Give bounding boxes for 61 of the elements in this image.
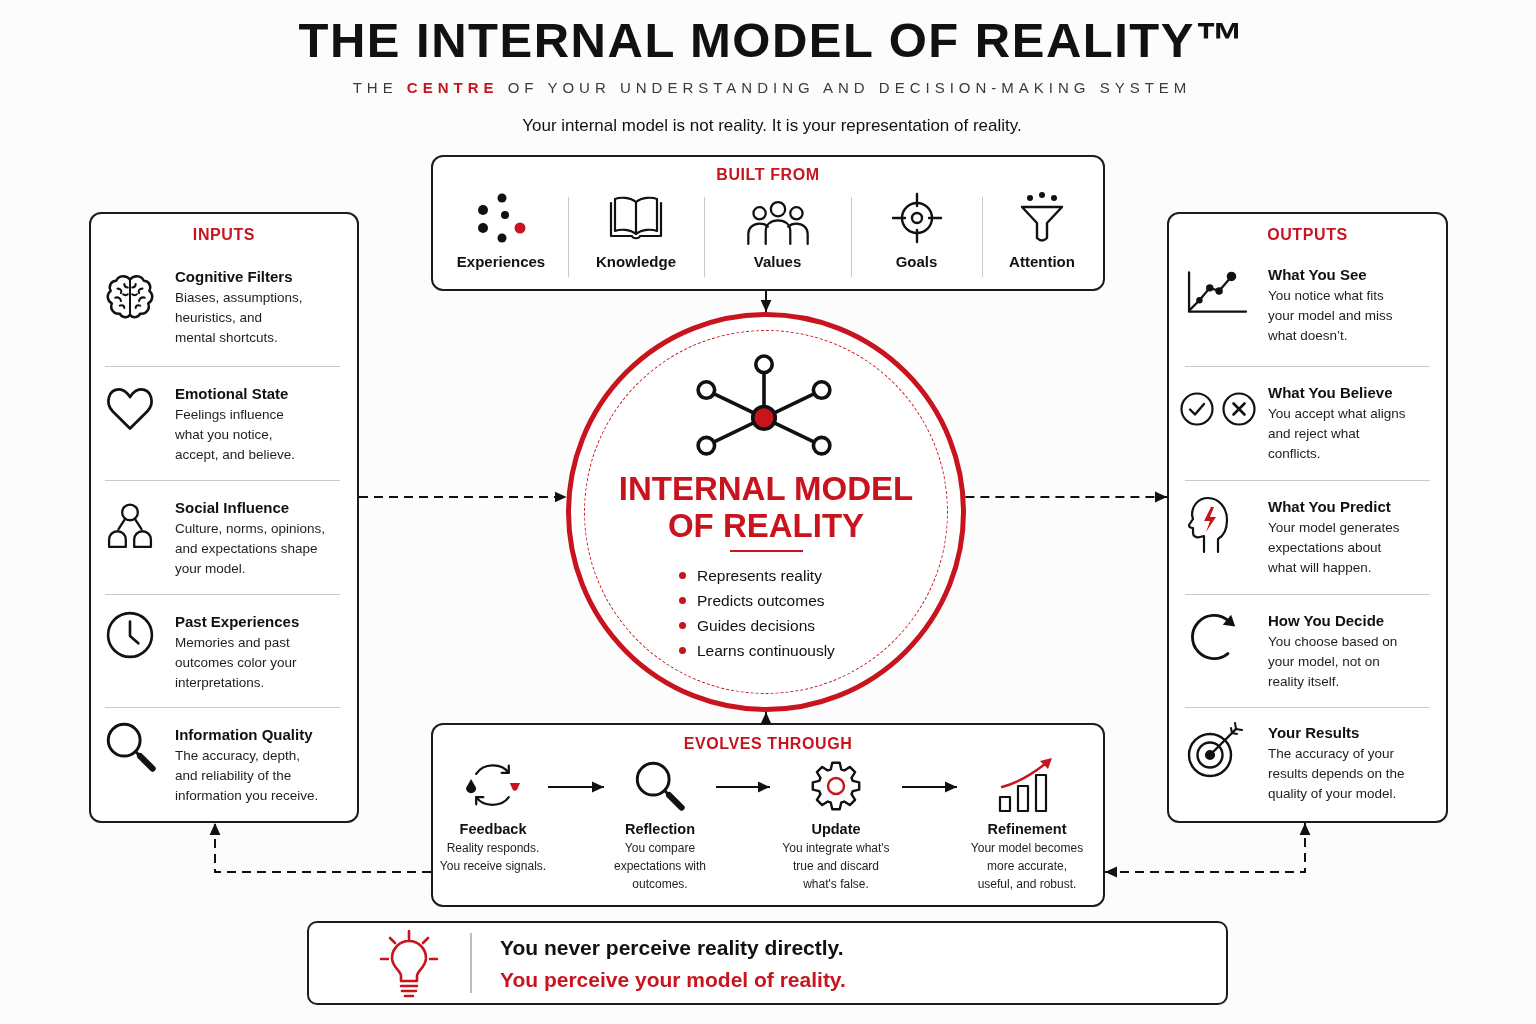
insight-callout (307, 921, 1228, 1005)
item-heading: What You See (1268, 265, 1367, 285)
built-from-panel (431, 155, 1105, 291)
callout-text: You never perceive reality directly. (500, 935, 844, 961)
item-description: Feelings influence what you notice, accept, and believe. (175, 406, 297, 464)
item-heading: What You Believe (1268, 383, 1393, 403)
arrow (760, 290, 772, 313)
panel-heading: INPUTS (192, 225, 256, 245)
step-description: Your model becomes more accurate, useful, and robust. (969, 840, 1085, 893)
item-description: Culture, norms, opinions, and expectations shape your model. (175, 520, 327, 578)
callout-highlight: You perceive your model of reality. (500, 967, 846, 993)
bullet-point: Represents reality (677, 563, 822, 588)
arrow (901, 781, 958, 793)
arrow (760, 711, 772, 724)
item-description: The accuracy, depth, and reliability of the information you receive. (175, 747, 320, 805)
step-description: You compare expectations with outcomes. (612, 840, 708, 893)
panel-heading: BUILT FROM (716, 165, 820, 185)
source-label: Goals (895, 252, 938, 272)
item-heading: What You Predict (1268, 497, 1391, 517)
item-heading: Your Results (1268, 723, 1360, 743)
dashed-arrow (964, 491, 1168, 503)
page-title: THE INTERNAL MODEL OF REALITY™ (298, 12, 1246, 68)
item-description: You notice what fits your model and miss what doesn’t. (1268, 287, 1394, 345)
item-description: Biases, assumptions, heuristics, and mental shortcuts. (175, 289, 304, 347)
dashed-arrow (358, 491, 568, 503)
subtitle: THE CENTRE OF YOUR UNDERSTANDING AND DECISION-MAKING SYSTEM (352, 78, 1192, 98)
item-heading: How You Decide (1268, 611, 1385, 631)
source-label: Experiences (456, 252, 546, 272)
circle-title: INTERNAL MODEL OF REALITY (617, 470, 915, 544)
item-heading: Past Experiences (175, 612, 300, 632)
item-description: The accuracy of your results depends on the quality of your model. (1268, 745, 1406, 803)
step-heading: Refinement (987, 820, 1067, 839)
arrow (715, 781, 771, 793)
item-heading: Social Influence (175, 498, 290, 518)
step-description: Reality responds. You receive signals. (438, 840, 548, 875)
item-description: Memories and past outcomes color your interpretations. (175, 634, 298, 692)
step-heading: Reflection (624, 820, 696, 839)
item-heading: Information Quality (175, 725, 313, 745)
item-heading: Emotional State (175, 384, 289, 404)
item-description: Your model generates expectations about what will happen. (1268, 519, 1401, 577)
evolves-through-panel (431, 723, 1105, 907)
item-heading: Cognitive Filters (175, 267, 293, 287)
dashed-arrow (1104, 822, 1311, 878)
item-description: You choose based on your model, not on reality itself. (1268, 633, 1399, 691)
outputs-panel (1167, 212, 1448, 823)
inputs-panel (89, 212, 359, 823)
step-heading: Feedback (459, 820, 527, 839)
item-description: You accept what aligns and reject what conflicts. (1268, 405, 1407, 463)
bullet-point: Guides decisions (677, 613, 816, 638)
source-label: Values (753, 252, 802, 272)
tagline: Your internal model is not reality. It is your representation of reality. (522, 115, 1022, 137)
arrow (547, 781, 605, 793)
step-heading: Update (811, 820, 861, 839)
panel-heading: EVOLVES THROUGH (683, 734, 853, 754)
panel-heading: OUTPUTS (1267, 225, 1348, 245)
step-description: You integrate what's true and discard what's false. (781, 840, 891, 893)
bullet-point: Predicts outcomes (677, 588, 825, 613)
source-label: Knowledge (596, 252, 676, 272)
bullet-point: Learns continuously (677, 638, 835, 663)
dashed-arrow (209, 822, 432, 873)
source-label: Attention (1009, 252, 1075, 272)
